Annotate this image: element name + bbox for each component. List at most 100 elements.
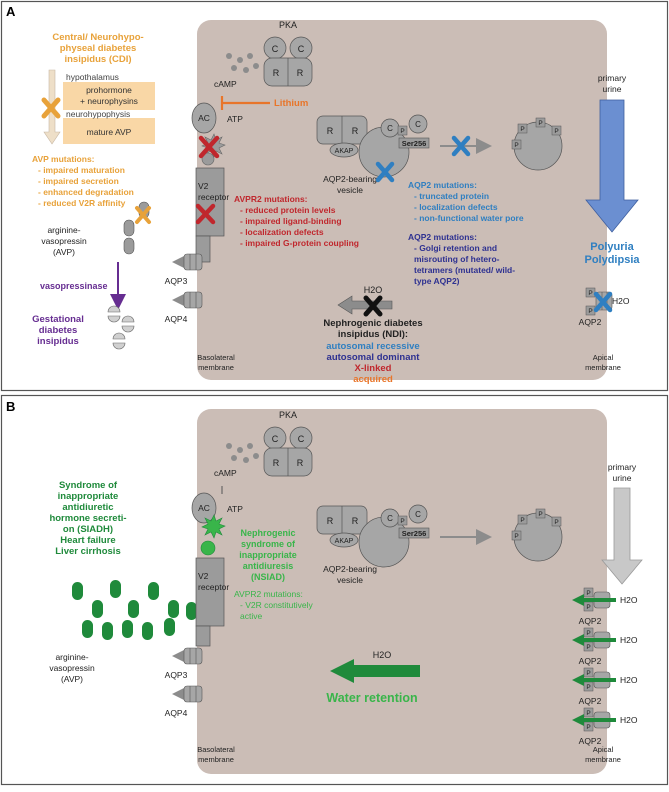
water-retention-h2o: H2O [373, 650, 392, 660]
v2-label-line2: receptor [198, 192, 229, 202]
p-label: P [586, 724, 590, 731]
pka-label: PKA [279, 20, 297, 30]
cell-body-b [197, 409, 607, 774]
aqp4-label-b: AQP4 [165, 708, 188, 718]
apical-aqp2-label: AQP2 [579, 317, 602, 327]
v2-label-b-line2: receptor [198, 582, 229, 592]
vesicle-label-line2: vesicle [337, 185, 363, 195]
avp-molecule-green [128, 600, 139, 618]
avp-mutation-item: - impaired secretion [38, 176, 119, 186]
avp-label-b-line3: (AVP) [61, 674, 83, 684]
avp-molecule-green [186, 602, 197, 620]
ndi-x-linked: X-linked [355, 363, 392, 374]
avp-molecule-green [82, 620, 93, 638]
panel-b: B Syndrome of inappropriate antidiuretic… [0, 394, 669, 786]
aqp2-mutation-item: - truncated protein [414, 191, 489, 201]
lithium-label: Lithium [274, 98, 308, 109]
vesicle-label-line1: AQP2-bearing [323, 174, 377, 184]
avp-label-line2: vasopressin [41, 236, 87, 246]
avpr2-mutation-item: - localization defects [240, 227, 324, 237]
akap-pka-complex: R R AKAP [316, 115, 368, 158]
avp-mutation-item: - enhanced degradation [38, 187, 134, 197]
apical-aqp2-vesicle: P P P P [511, 117, 563, 171]
avp-molecule-green [122, 620, 133, 638]
v2-receptor-b [195, 557, 225, 627]
apical-aqp2-vesicle-b: P P P P [511, 508, 563, 562]
siadh-line4: hormone secreti- [49, 513, 126, 524]
basolateral-label-line1: Basolateral [197, 353, 235, 362]
p-label: P [538, 511, 542, 518]
v2-label-line1: V2 [198, 181, 209, 191]
degraded-avp-fragments [107, 305, 135, 350]
vesicle-label-b-line2: vesicle [337, 575, 363, 585]
basolateral-label-line2: membrane [198, 363, 234, 372]
pka-c-label: C [298, 44, 305, 54]
ndi-h2o-label: H2O [364, 285, 383, 295]
aqp2-label: AQP2 [579, 616, 602, 626]
p-label: P [586, 684, 590, 691]
gestational-line1: Gestational [32, 314, 84, 325]
avpr2-mutations-title: AVPR2 mutations: [234, 194, 308, 204]
avp-molecule-green [148, 582, 159, 600]
p-label: P [538, 120, 542, 127]
prohormone-box [63, 82, 155, 110]
avpr2-mutation-item: - impaired ligand-binding [240, 216, 342, 226]
p-label: P [586, 670, 590, 677]
avp-mutations-title: AVP mutations: [32, 154, 95, 164]
p-label: P [514, 533, 518, 540]
polyuria-arrow [585, 99, 639, 233]
camp-molecules-b [226, 443, 259, 463]
avp-molecule-green [72, 582, 83, 600]
camp-label: cAMP [214, 79, 237, 89]
p-label: P [588, 290, 592, 297]
aqp4-label: AQP4 [165, 314, 188, 324]
ndi-title-line2: insipidus (NDI): [338, 329, 408, 340]
p-label: P [400, 128, 404, 135]
ser256-label-b: Ser256 [402, 529, 427, 538]
p-label: P [514, 142, 518, 149]
aqp3-channel [172, 253, 203, 271]
akap-r-label: R [352, 516, 359, 526]
polyuria-label: Polyuria [590, 241, 634, 253]
nsiad-line4: antidiuresis [243, 561, 294, 571]
aqp2-dominant-title: AQP2 mutations: [408, 232, 477, 242]
prohormone-line1: prohormone [86, 85, 132, 95]
vesicle-c-label: C [387, 514, 393, 523]
aqp2-dominant-item: tetramers (mutated/ wild- [414, 265, 515, 275]
v2-receptor [195, 167, 225, 237]
aqp2-h2o-label: H2O [620, 595, 638, 605]
akap-label-b: AKAP [335, 538, 354, 545]
akap-r-label: R [327, 126, 334, 136]
aqp3-label: AQP3 [165, 276, 188, 286]
aqp3-label-b: AQP3 [165, 670, 188, 680]
siadh-line6: Heart failure [60, 535, 115, 546]
vasopressinase-label: vasopressinase [40, 281, 108, 291]
akap-r-label: R [352, 126, 359, 136]
avp-molecule-green [168, 600, 179, 618]
avp-molecule-green [110, 580, 121, 598]
primary-urine-arrow-b [601, 487, 643, 585]
adenylyl-cyclase-b [191, 492, 217, 524]
basolateral-label-b-line1: Basolateral [197, 745, 235, 754]
g-protein-subunit [201, 152, 215, 166]
vesicle-c-label: C [387, 124, 393, 133]
nsiad-line3: inappropriate [239, 550, 297, 560]
basolateral-label-b-line2: membrane [198, 755, 234, 764]
ser256-label: Ser256 [402, 139, 427, 148]
polydipsia-label: Polydipsia [584, 254, 640, 266]
pka-r-label: R [273, 458, 280, 468]
avp-label-line3: (AVP) [53, 247, 75, 257]
water-retention-label: Water retention [326, 691, 417, 705]
prohormone-line2: + neurophysins [80, 96, 138, 106]
vesicle-c-label: C [415, 120, 421, 129]
ndi-water-arrow [337, 295, 393, 315]
p-label: P [586, 710, 590, 717]
aqp2-mutation-item: - non-functional water pore [414, 213, 524, 223]
g-protein-subunit-active [200, 540, 216, 556]
avp-molecule-green [102, 622, 113, 640]
nsiad-line1: Nephrogenic [240, 528, 295, 538]
ac-label: AC [198, 113, 210, 123]
hypothalamus-label: hypothalamus [66, 72, 119, 82]
